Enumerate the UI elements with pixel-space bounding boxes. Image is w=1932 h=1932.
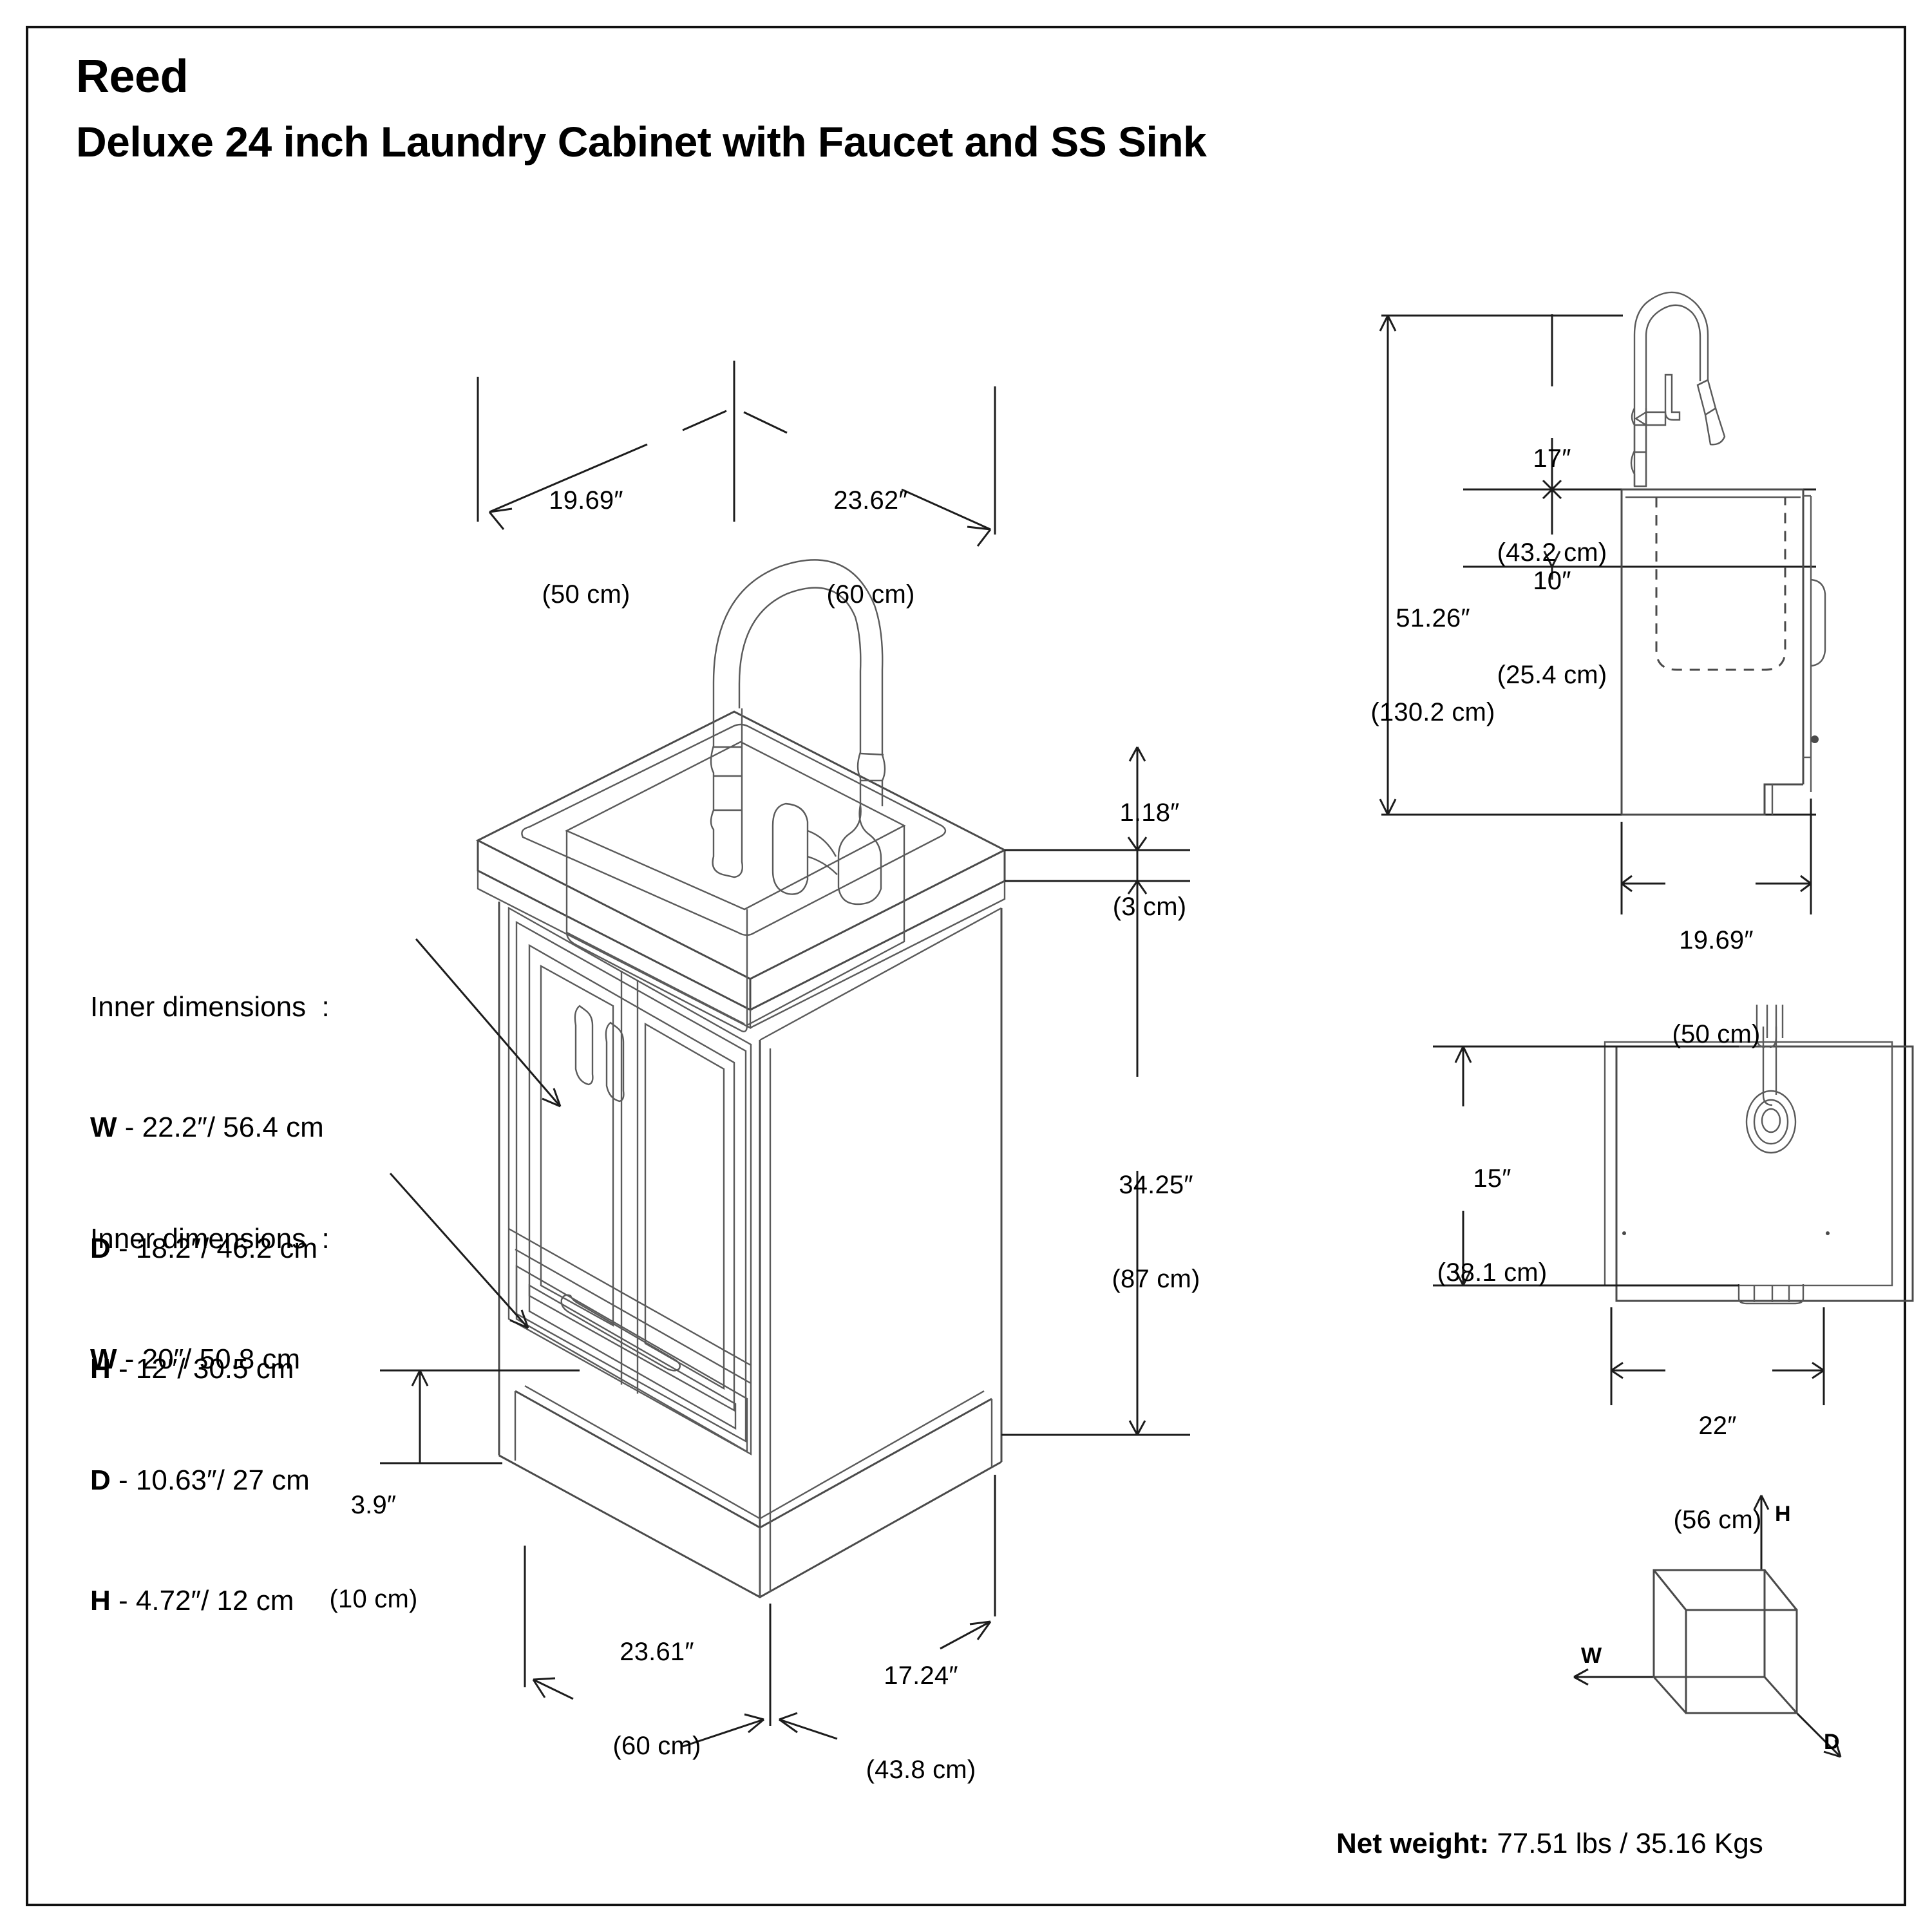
dim-value-inch: 3.9″ <box>350 1490 397 1519</box>
net-weight-value: 77.51 lbs / 35.16 Kgs <box>1489 1828 1763 1859</box>
callout-title: Inner dimensions : <box>90 990 330 1023</box>
dim-value-cm: (43.8 cm) <box>866 1755 976 1784</box>
toe-kick-dimension-lines <box>380 1369 580 1464</box>
callout-key: D <box>90 1464 111 1496</box>
net-weight: Net weight: 77.51 lbs / 35.16 Kgs <box>1336 1828 1763 1860</box>
door-handle-right <box>605 1021 625 1103</box>
callout-row: H - 12″/ 30.5 cm <box>90 1349 330 1389</box>
callout-value: - 20″/ 50.8 cm <box>117 1343 301 1376</box>
dim-top-width: 22″ (56 cm) <box>1643 1347 1792 1598</box>
dim-overall-height: 51.26″ (130.2 cm) <box>1343 540 1523 791</box>
sheet-border <box>26 26 1906 1906</box>
dim-top-depth: 15″ (38.1 cm) <box>1412 1100 1573 1351</box>
brand-title: Reed <box>76 51 189 102</box>
dim-toe-kick-height: 3.9″ (10 cm) <box>303 1426 444 1678</box>
cabinet-body-outline <box>498 902 1003 1598</box>
front-right-dimension-lines <box>1001 746 1190 1436</box>
dim-value-cm: (50 cm) <box>1672 1019 1761 1048</box>
dim-value-cm: (25.4 cm) <box>1497 660 1607 689</box>
axis-label-height: H <box>1775 1502 1791 1526</box>
dim-value-inch: 1.18″ <box>1119 798 1180 827</box>
dim-value-inch: 19.69″ <box>549 486 623 515</box>
callout-inner-dimensions-drawer: Inner dimensions : W - 20″/ 50.8 cm D - … <box>90 1139 330 1702</box>
side-view-geometry <box>1379 291 1826 914</box>
page-title: Deluxe 24 inch Laundry Cabinet with Fauc… <box>76 118 1207 166</box>
axis-label-depth: D <box>1824 1730 1840 1754</box>
dim-value-inch: 17.24″ <box>884 1661 958 1690</box>
callout-title: Inner dimensions : <box>90 1222 330 1255</box>
dim-value-cm: (38.1 cm) <box>1437 1258 1548 1287</box>
dim-faucet-height: 17″ (43.2 cm) <box>1475 380 1629 631</box>
callout-value: - 18.2″/ 46.2 cm <box>110 1232 318 1264</box>
dim-value-cm: (87 cm) <box>1112 1264 1200 1293</box>
callout-row: D - 18.2″/ 46.2 cm <box>90 1229 330 1269</box>
callout-row: W - 22.2″/ 56.4 cm <box>90 1108 330 1148</box>
dim-value-inch: 17″ <box>1533 444 1571 473</box>
dim-base-depth: 17.24″ (43.8 cm) <box>837 1597 1005 1848</box>
dim-value-cm: (10 cm) <box>329 1584 418 1613</box>
dim-value-cm: (60 cm) <box>826 580 915 609</box>
dim-value-inch: 51.26″ <box>1396 603 1470 632</box>
dim-value-inch: 34.25″ <box>1119 1170 1193 1199</box>
axis-cube-geometry <box>1573 1495 1842 1758</box>
sink-drain-graphic <box>1745 1090 1797 1154</box>
front-top-dimension-lines <box>477 361 996 547</box>
dim-value-cm: (56 cm) <box>1673 1505 1762 1534</box>
dim-value-inch: 15″ <box>1473 1164 1511 1193</box>
dim-base-width: 23.61″ (60 cm) <box>580 1573 734 1824</box>
dim-front-width-top: 23.62″ (60 cm) <box>793 422 948 673</box>
top-view-geometry <box>1433 1005 1914 1405</box>
callout-row: W - 20″/ 50.8 cm <box>90 1340 330 1379</box>
net-weight-label: Net weight: <box>1336 1828 1490 1859</box>
dim-counter-height: 34.25″ (87 cm) <box>1075 1106 1236 1358</box>
front-bottom-dimension-lines <box>524 1475 996 1748</box>
callout-key: W <box>90 1112 117 1144</box>
callout-row: D - 10.63″/ 27 cm <box>90 1461 330 1501</box>
dim-value-cm: (43.2 cm) <box>1497 538 1607 567</box>
callout-key: H <box>90 1353 111 1385</box>
callout-value: - 10.63″/ 27 cm <box>110 1464 310 1496</box>
dim-spout-clearance: 10″ (25.4 cm) <box>1475 502 1629 753</box>
callout-key: W <box>90 1343 117 1376</box>
callout-inner-dimensions-sink: Inner dimensions : W - 22.2″/ 56.4 cm D … <box>90 907 330 1470</box>
cabinet-door-left <box>507 906 752 1456</box>
dim-counter-thickness: 1.18″ (3 cm) <box>1069 734 1230 985</box>
faucet-side-graphic <box>1630 291 1726 488</box>
dim-front-depth-top: 19.69″ (50 cm) <box>509 422 663 673</box>
callout-value: - 12″/ 30.5 cm <box>110 1353 294 1385</box>
dim-value-cm: (3 cm) <box>1112 892 1187 921</box>
dim-value-cm: (130.2 cm) <box>1370 697 1495 726</box>
dim-side-depth: 19.69″ (50 cm) <box>1639 862 1794 1113</box>
dim-value-inch: 22″ <box>1698 1411 1737 1440</box>
dim-value-inch: 19.69″ <box>1679 925 1754 954</box>
dim-value-inch: 23.62″ <box>833 486 908 515</box>
callout-key: H <box>90 1585 111 1617</box>
callout-key: D <box>90 1232 111 1264</box>
dim-value-inch: 10″ <box>1533 566 1571 595</box>
callout-row: H - 4.72″/ 12 cm <box>90 1581 330 1621</box>
callout-leaders <box>389 938 562 1329</box>
dim-value-inch: 23.61″ <box>620 1637 694 1666</box>
door-handle-left <box>574 1005 594 1086</box>
callout-value: - 22.2″/ 56.4 cm <box>117 1112 324 1144</box>
faucet-graphic <box>710 559 886 905</box>
callout-value: - 4.72″/ 12 cm <box>110 1585 294 1617</box>
cabinet-drawer <box>508 1227 752 1454</box>
axis-label-width: W <box>1581 1643 1602 1668</box>
dim-value-cm: (60 cm) <box>612 1731 701 1760</box>
dim-value-cm: (50 cm) <box>542 580 630 609</box>
